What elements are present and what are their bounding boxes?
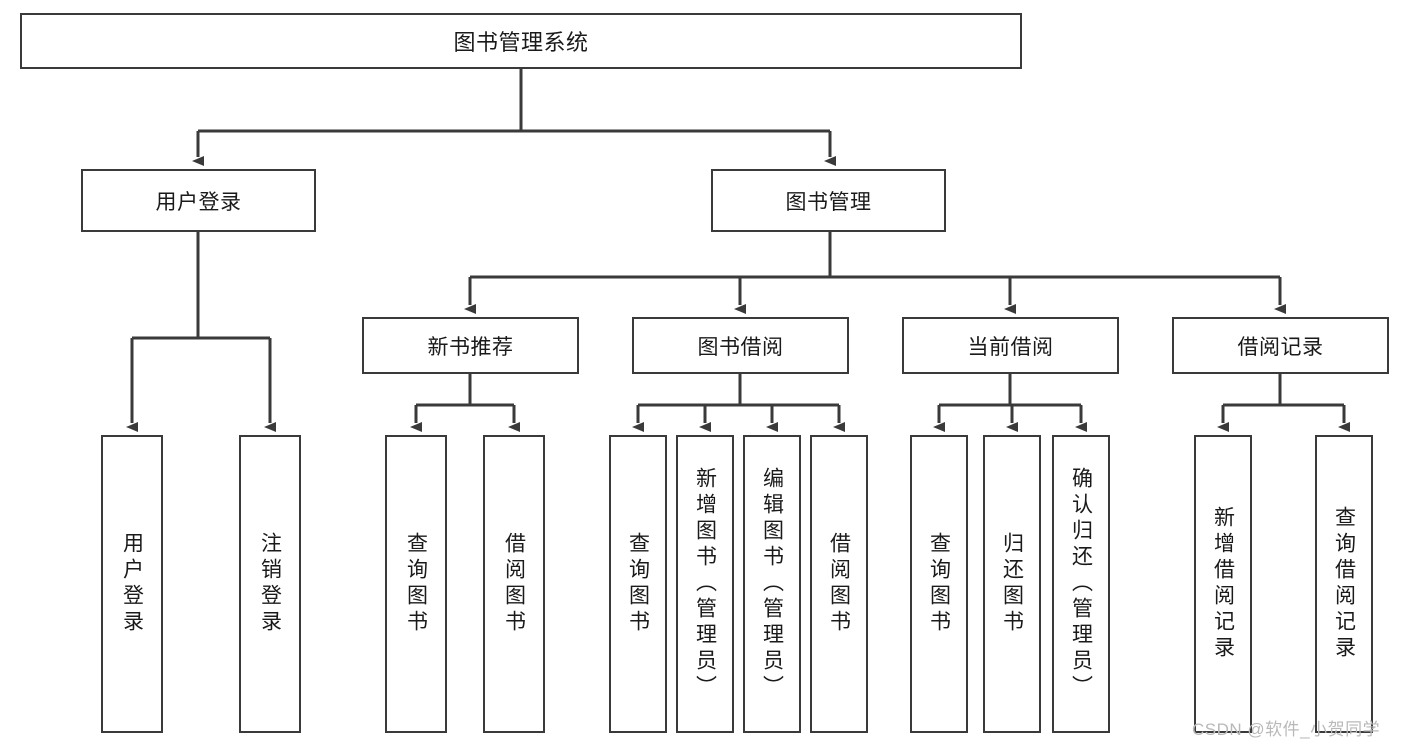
leaf-return-book[interactable]: 归还图书 — [983, 435, 1041, 733]
node-root-label: 图书管理系统 — [453, 30, 589, 55]
leaf-borrow-book[interactable]: 借阅图书 — [810, 435, 868, 733]
leaf-query-book-borrow-label: 查询图书 — [626, 532, 650, 636]
leaf-add-book-admin-label: 新增图书（管理员） — [693, 467, 717, 701]
node-borrow-records-label: 借阅记录 — [1237, 335, 1324, 359]
leaf-query-book-recommend[interactable]: 查询图书 — [385, 435, 447, 733]
leaf-edit-book-admin-label: 编辑图书（管理员） — [760, 467, 784, 701]
leaf-query-borrow-record[interactable]: 查询借阅记录 — [1315, 435, 1373, 733]
leaf-confirm-return-admin-label: 确认归还（管理员） — [1069, 467, 1093, 701]
leaf-add-book-admin[interactable]: 新增图书（管理员） — [676, 435, 734, 733]
leaf-edit-book-admin[interactable]: 编辑图书（管理员） — [743, 435, 801, 733]
leaf-borrow-book-recommend-label: 借阅图书 — [502, 532, 526, 636]
leaf-return-book-label: 归还图书 — [1000, 532, 1024, 636]
leaf-logout-label: 注销登录 — [258, 532, 282, 636]
leaf-borrow-book-label: 借阅图书 — [827, 532, 851, 636]
leaf-add-borrow-record[interactable]: 新增借阅记录 — [1194, 435, 1252, 733]
node-borrow-records[interactable]: 借阅记录 — [1172, 317, 1389, 374]
leaf-query-borrow-record-label: 查询借阅记录 — [1332, 506, 1356, 662]
node-root[interactable]: 图书管理系统 — [20, 13, 1022, 69]
node-user-login-label: 用户登录 — [155, 190, 242, 214]
node-current-borrow[interactable]: 当前借阅 — [902, 317, 1119, 374]
leaf-add-borrow-record-label: 新增借阅记录 — [1211, 506, 1235, 662]
watermark-text: CSDN @软件_小贺同学 — [1192, 720, 1381, 739]
leaf-query-book-current[interactable]: 查询图书 — [910, 435, 968, 733]
node-book-borrow[interactable]: 图书借阅 — [632, 317, 849, 374]
node-user-login[interactable]: 用户登录 — [81, 169, 316, 232]
node-book-management-label: 图书管理 — [785, 190, 872, 214]
leaf-query-book-current-label: 查询图书 — [927, 532, 951, 636]
node-current-borrow-label: 当前借阅 — [967, 335, 1054, 359]
leaf-confirm-return-admin[interactable]: 确认归还（管理员） — [1052, 435, 1110, 733]
node-new-book-recommend[interactable]: 新书推荐 — [362, 317, 579, 374]
leaf-query-book-recommend-label: 查询图书 — [404, 532, 428, 636]
leaf-query-book-borrow[interactable]: 查询图书 — [609, 435, 667, 733]
node-new-book-recommend-label: 新书推荐 — [427, 335, 514, 359]
leaf-user-login[interactable]: 用户登录 — [101, 435, 163, 733]
node-book-borrow-label: 图书借阅 — [697, 335, 784, 359]
leaf-user-login-label: 用户登录 — [120, 532, 144, 636]
leaf-logout[interactable]: 注销登录 — [239, 435, 301, 733]
leaf-borrow-book-recommend[interactable]: 借阅图书 — [483, 435, 545, 733]
node-book-management[interactable]: 图书管理 — [711, 169, 946, 232]
